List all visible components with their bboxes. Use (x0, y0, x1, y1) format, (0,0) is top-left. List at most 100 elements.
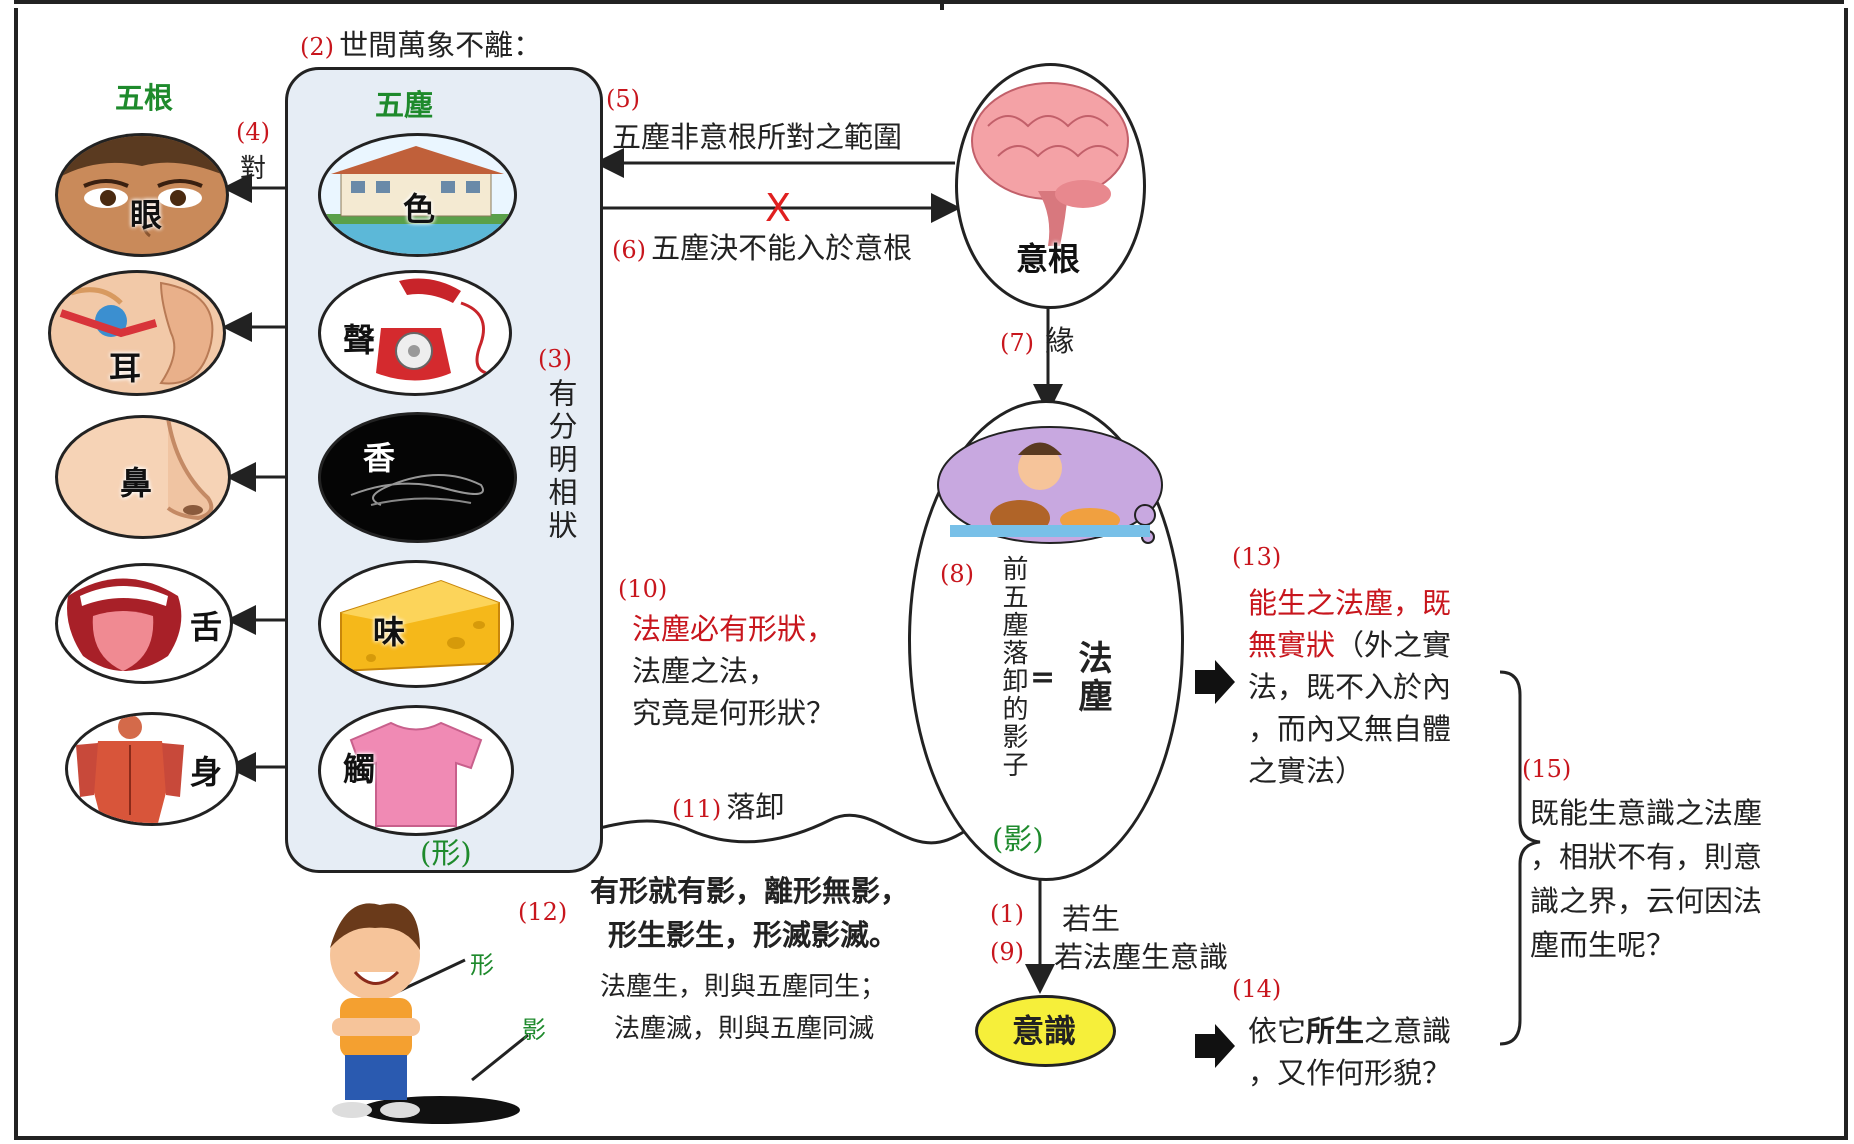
sound-label: 聲 (343, 321, 376, 359)
heading-number: (2) (300, 33, 334, 61)
wuchen-title: 五塵 (375, 88, 434, 122)
t12b: 形生影生，形滅影滅。 (608, 918, 899, 952)
t6: 五塵決不能入於意根 (651, 231, 913, 265)
ying-label: (影) (992, 822, 1044, 856)
sound-object: 聲 (318, 270, 512, 396)
t14a-post: 之意識 (1364, 1014, 1452, 1048)
yigen-oval: 意根 (955, 63, 1146, 309)
row14a: 依它所生之意識 (1248, 1008, 1451, 1050)
xing-label: (形) (420, 836, 472, 870)
n12: (12) (518, 898, 568, 926)
n9: (9) (990, 938, 1024, 966)
shirt-icon (349, 721, 483, 827)
body-organ: 身 (65, 712, 239, 826)
n6: (6) (612, 236, 646, 264)
nose-organ: 鼻 (55, 415, 231, 539)
n3: (3) (538, 345, 572, 373)
eye-label: 眼 (130, 196, 163, 234)
color-label: 色 (403, 190, 436, 228)
taste-object: 味 (318, 560, 514, 688)
tongue-label: 舌 (190, 608, 223, 646)
cheese-icon (340, 579, 500, 673)
color-object: 色 (318, 133, 517, 257)
yishi-label: 意識 (1012, 1012, 1077, 1050)
t5: 五塵非意根所對之範圍 (612, 120, 903, 154)
t10c: 究竟是何形狀？ (632, 696, 836, 730)
brace-15 (1499, 670, 1541, 1046)
face-eyes-icon (58, 136, 226, 238)
t9: 若法塵生意識 (1054, 940, 1229, 974)
t15c: 識之界，云何因法 (1530, 884, 1763, 918)
smell-label: 香 (363, 439, 396, 477)
top-separator (940, 0, 944, 10)
fachen-oval (908, 400, 1184, 881)
t12c: 法塵生，則與五塵同生； (600, 972, 887, 1002)
t12d: 法塵滅，則與五塵同滅 (614, 1014, 875, 1044)
heading: (2) 世間萬象不離： (300, 22, 542, 64)
nose-label: 鼻 (120, 464, 153, 502)
muscle-body-icon (76, 715, 184, 823)
smoke-icon (350, 474, 484, 506)
row13b: 無實狀（外之實 (1248, 622, 1451, 664)
wugen-title: 五根 (115, 81, 174, 115)
dui-number: (4) (236, 118, 270, 146)
tongue-icon (67, 578, 182, 671)
taste-label: 味 (373, 613, 406, 651)
telephone-icon (376, 278, 487, 381)
pointer-xing (394, 958, 466, 995)
t15a: 既能生意識之法塵 (1530, 796, 1763, 830)
touch-object: 觸 (318, 705, 514, 836)
top-border (14, 0, 1844, 12)
ear-organ: 耳 (48, 270, 226, 396)
equals-sign: = (1030, 660, 1056, 695)
t13b: 無實狀 (1248, 628, 1336, 662)
t13f: 之實法） (1248, 754, 1365, 788)
nose-icon (166, 418, 214, 521)
smell-object: 香 (318, 412, 517, 543)
arrow-11-wave (534, 809, 996, 845)
t14a-pre: 依它 (1248, 1014, 1307, 1048)
n5: (5) (606, 85, 640, 113)
t3: 有分明相狀 (544, 378, 578, 543)
ear-icon (59, 281, 214, 385)
t7: 緣 (1045, 324, 1075, 358)
n8: (8) (940, 560, 974, 588)
tongue-organ: 舌 (55, 563, 233, 684)
t13d: 法，既不入於內 (1248, 670, 1452, 704)
boy-xing: 形 (470, 951, 494, 979)
n14: (14) (1232, 975, 1282, 1003)
t15d: 塵而生呢？ (1530, 928, 1676, 962)
touch-label: 觸 (343, 750, 376, 788)
yishi-oval (975, 995, 1116, 1067)
t13a: 能生之法塵，既 (1248, 586, 1452, 620)
brain-icon (971, 82, 1129, 246)
row6: (6) 五塵決不能入於意根 (612, 225, 912, 267)
t13e: ，而內又無自體 (1248, 712, 1452, 746)
row11: (11) 落卸 (672, 784, 784, 826)
yigen-label: 意根 (1016, 240, 1081, 278)
cross-mark: X (765, 186, 792, 230)
n10: (10) (618, 575, 668, 603)
t12a: 有形就有影，離形無影， (590, 874, 910, 908)
t1: 若生 (1062, 902, 1121, 936)
n13: (13) (1232, 543, 1282, 571)
t13c: （外之實 (1335, 628, 1452, 662)
t10b: 法塵之法， (632, 654, 778, 688)
fachen-label: 法塵 (1072, 640, 1112, 716)
dui-text: 對 (240, 154, 267, 184)
diagram-frame (14, 8, 1848, 1140)
body-label: 身 (190, 753, 223, 791)
n1: (1) (990, 900, 1024, 928)
t11: 落卸 (726, 790, 785, 824)
n11: (11) (672, 795, 722, 823)
n7: (7) (1000, 329, 1034, 357)
house-icon (321, 146, 514, 254)
row7: (7) 緣 (1000, 318, 1074, 360)
t14a-bold: 所生 (1306, 1014, 1365, 1048)
heading-text: 世間萬象不離： (339, 28, 543, 62)
t14b: ，又作何形貌？ (1248, 1056, 1452, 1090)
n15: (15) (1522, 755, 1572, 783)
boy-ying: 影 (522, 1016, 546, 1044)
ear-label: 耳 (109, 349, 142, 387)
eye-organ: 眼 (55, 133, 229, 257)
